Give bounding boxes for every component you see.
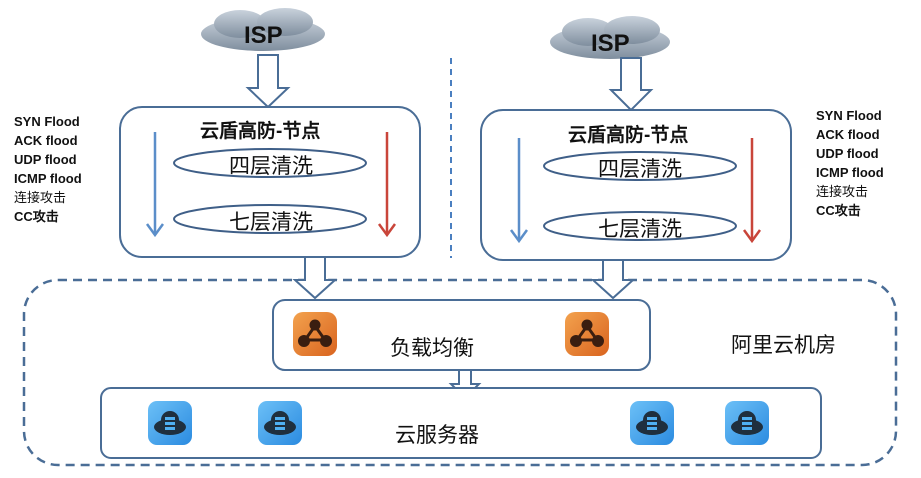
datacenter-label: 阿里云机房 [731, 334, 836, 357]
attack-item: SYN Flood [816, 108, 882, 123]
datacenter-boundary [22, 278, 898, 467]
arrow-isp-to-left-node [245, 54, 291, 109]
right-layer4-label: 四层清洗 [598, 158, 682, 181]
attack-item: 连接攻击 [14, 190, 67, 205]
isp-label-right: ISP [591, 30, 630, 57]
isp-cloud-right [550, 16, 670, 59]
attack-item: CC攻击 [14, 209, 59, 224]
load-balancer-icon [293, 312, 337, 356]
isp-label-left: ISP [244, 22, 283, 49]
left-attack-list: SYN Flood ACK flood UDP flood ICMP flood… [14, 112, 82, 226]
attack-item: ACK flood [816, 127, 880, 142]
right-blue-flow-arrow [509, 138, 529, 244]
cloud-server-icon [148, 401, 192, 445]
right-layer4-ellipse [543, 151, 737, 181]
left-layer7-label: 七层清洗 [229, 211, 313, 234]
left-red-flow-arrow [377, 132, 397, 238]
right-layer7-ellipse [543, 211, 737, 241]
load-balancer-icon [565, 312, 609, 356]
arrow-right-node-to-lb [590, 259, 636, 300]
left-node-title: 云盾高防-节点 [200, 121, 321, 142]
load-balancer-label: 负载均衡 [390, 337, 474, 360]
right-node-title: 云盾高防-节点 [568, 125, 689, 146]
cloud-server-icon [725, 401, 769, 445]
left-blue-flow-arrow [145, 132, 165, 238]
attack-item: UDP flood [816, 146, 879, 161]
attack-item: ICMP flood [816, 165, 884, 180]
cloud-server-label: 云服务器 [395, 424, 479, 447]
attack-item: CC攻击 [816, 203, 861, 218]
attack-item: SYN Flood [14, 114, 80, 129]
attack-item: UDP flood [14, 152, 77, 167]
attack-item: 连接攻击 [816, 184, 869, 199]
attack-item: ACK flood [14, 133, 78, 148]
isp-cloud-left [201, 8, 325, 51]
left-layer4-ellipse [173, 148, 367, 178]
right-attack-list: SYN Flood ACK flood UDP flood ICMP flood… [816, 106, 884, 220]
attack-item: ICMP flood [14, 171, 82, 186]
cloud-server-icon [630, 401, 674, 445]
arrow-left-node-to-lb [292, 256, 338, 300]
left-layer7-ellipse [173, 204, 367, 234]
cloud-server-icon [258, 401, 302, 445]
right-layer7-label: 七层清洗 [598, 218, 682, 241]
right-red-flow-arrow [742, 138, 762, 244]
left-layer4-label: 四层清洗 [229, 155, 313, 178]
arrow-isp-to-right-node [608, 57, 654, 112]
